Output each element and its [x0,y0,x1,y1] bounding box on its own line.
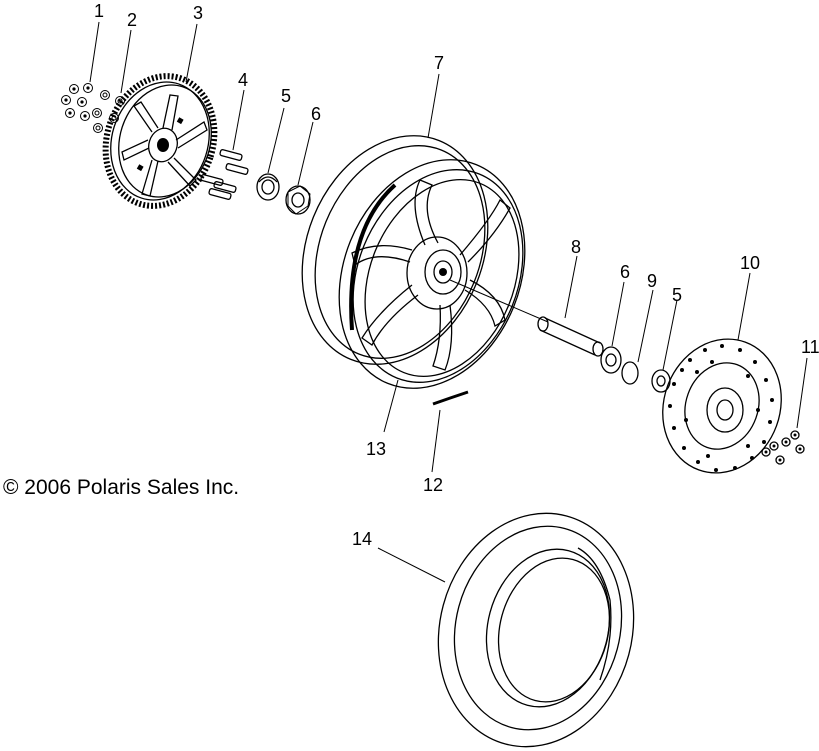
bearing-left [285,185,311,215]
axle-spacer [537,316,604,357]
callout-labels: 1 2 3 4 5 6 7 8 6 9 5 10 11 13 12 14 [94,1,819,549]
callout-13: 13 [366,439,386,459]
stud-set [200,149,249,200]
callout-4: 4 [238,70,248,90]
callout-5-right: 5 [672,285,682,305]
nut-cluster [61,83,93,121]
leader-lines [89,21,808,583]
callout-8: 8 [571,237,581,257]
callout-9: 9 [647,271,657,291]
drive-sprocket [102,73,218,209]
tire [437,512,635,748]
valve-weight [432,390,469,406]
callout-2: 2 [127,10,137,30]
callout-14: 14 [352,529,372,549]
bearing-right [600,346,622,374]
snap-ring [621,361,639,385]
wheel-rim [301,135,526,389]
copyright-notice: © 2006 Polaris Sales Inc. [3,476,239,499]
brake-rotor [662,338,782,474]
callout-3: 3 [193,3,203,23]
callout-11: 11 [801,337,819,357]
callout-5-left: 5 [281,86,291,106]
callout-10: 10 [740,253,760,273]
callout-6-left: 6 [311,104,321,124]
seal-left [256,173,280,201]
rotor-bolts [761,430,805,465]
callout-6-right: 6 [620,262,630,282]
callout-1: 1 [94,1,104,21]
callout-7: 7 [434,53,444,73]
callout-12: 12 [423,475,443,495]
